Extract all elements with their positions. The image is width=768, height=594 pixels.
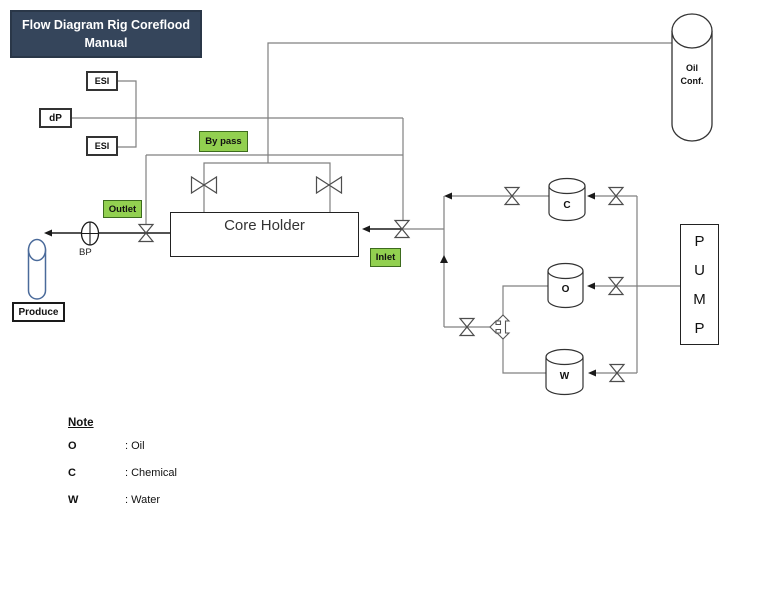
note-key-w: W	[68, 494, 79, 506]
esi-bottom-box: ESI	[86, 136, 118, 156]
mix-valve-icon	[458, 317, 476, 337]
oil-cylinder-label: O	[562, 284, 570, 295]
bp-regulator-icon	[80, 221, 100, 246]
three-way-junction-icon	[489, 314, 511, 340]
outlet-valve-icon	[137, 223, 155, 243]
oil-conf-cylinder	[671, 13, 713, 142]
esi-top-box: ESI	[86, 71, 118, 91]
produce-label: Produce	[18, 306, 59, 318]
water-inflow-arrow-icon	[588, 369, 596, 377]
inlet-valve-icon	[393, 219, 411, 239]
diagram-title: Flow Diagram Rig Coreflood Manual	[10, 10, 202, 58]
process-lines	[145, 42, 680, 374]
pump-box: P U M P	[680, 224, 719, 345]
esi-connector-line	[116, 80, 137, 148]
confining-loop-line	[203, 162, 331, 212]
water-cylinder-label: W	[560, 371, 570, 382]
core-holder-label: Core Holder	[224, 217, 305, 234]
note-key-c: C	[68, 467, 76, 479]
oil-inflow-arrow-icon	[587, 282, 595, 290]
confining-valve-left-icon	[190, 175, 218, 195]
oil-water-bracket-line	[502, 285, 548, 374]
produce-box: Produce	[12, 302, 65, 322]
chemical-outlet-valve-icon	[503, 186, 521, 206]
inlet-arrow-icon	[362, 225, 370, 233]
produce-tube-icon	[27, 238, 47, 300]
chemical-inflow-arrow-icon	[587, 192, 595, 200]
outlet-label: Outlet	[103, 200, 142, 218]
bypass-label: By pass	[199, 131, 248, 152]
water-cylinder: W	[545, 348, 584, 396]
oil-supply-valve-icon	[607, 276, 625, 296]
water-supply-valve-icon	[608, 363, 626, 383]
oil-conf-line	[267, 42, 673, 163]
chemical-arrow-icon	[444, 192, 452, 200]
note-desc-water: : Water	[125, 494, 161, 506]
diagram-title-line2: Manual	[84, 36, 128, 50]
bp-label: BP	[79, 247, 92, 258]
diagram-title-line1: Flow Diagram Rig Coreflood	[21, 18, 191, 32]
chemical-supply-valve-icon	[607, 186, 625, 206]
chemical-cylinder-label: C	[563, 200, 570, 211]
note-heading: Note	[68, 417, 94, 429]
outlet-arrow-icon	[44, 229, 52, 237]
oil-cylinder: O	[547, 262, 584, 309]
note-key-o: O	[68, 440, 77, 452]
instrument-lines	[71, 80, 404, 221]
inlet-label: Inlet	[370, 248, 401, 267]
core-holder-box: Core Holder	[170, 212, 359, 257]
confining-valve-right-icon	[315, 175, 343, 195]
note-desc-chemical: : Chemical	[125, 467, 177, 479]
dp-box: dP	[39, 108, 72, 128]
collector-up-arrow-icon	[440, 255, 448, 263]
chemical-cylinder: C	[548, 177, 586, 222]
note-desc-oil: : Oil	[125, 440, 145, 452]
oil-conf-label: Oil Conf.	[680, 63, 704, 86]
